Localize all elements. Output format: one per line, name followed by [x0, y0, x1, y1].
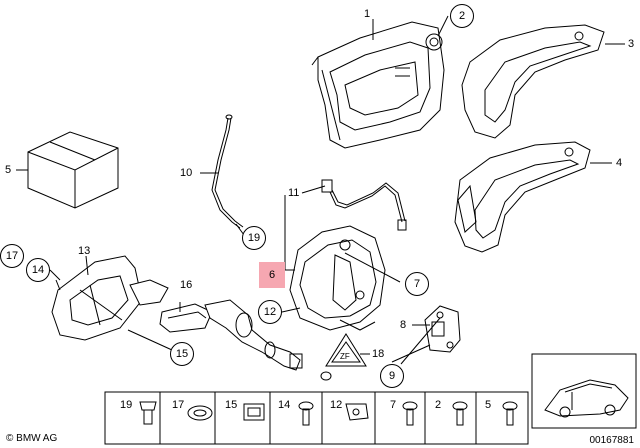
callout-11: 11: [288, 187, 300, 199]
strip-label-15: 15: [225, 399, 238, 411]
callout-18: 18: [372, 348, 385, 360]
door-handle-alt-part: [454, 141, 591, 253]
handle-carrier-part: [311, 21, 445, 149]
strip-screw-5: [502, 401, 518, 426]
callout-circle-14: 14: [26, 258, 50, 282]
strip-screw-7: [402, 401, 418, 426]
callout-circle-19: 19: [242, 226, 266, 250]
packaged-part-box: [27, 131, 119, 209]
lock-cylinder-cover-part: [159, 303, 213, 333]
door-lock-part: [289, 225, 386, 331]
callout-circle-2: 2: [450, 4, 474, 28]
door-handle-part: [461, 24, 605, 139]
lock-rod-part: [211, 114, 244, 229]
diagram-number: 00167881: [589, 435, 635, 446]
callout-1: 1: [364, 8, 371, 20]
svg-text:ZF: ZF: [340, 352, 350, 361]
strip-label-17: 17: [172, 399, 185, 411]
strip-clip-15: [243, 403, 265, 421]
warning-label-part: ZF: [325, 333, 367, 367]
strip-grommet-17: [187, 405, 213, 421]
callout-3: 3: [628, 38, 635, 50]
strip-label-19: 19: [120, 399, 133, 411]
strip-label-5: 5: [485, 399, 492, 411]
lock-cylinder-part: [204, 299, 332, 381]
strip-label-2: 2: [435, 399, 442, 411]
strip-clip-12: [345, 403, 369, 421]
parts-strip-frame: [104, 391, 529, 445]
outer-handle-bracket-part: [51, 255, 169, 341]
callout-16: 16: [180, 279, 193, 291]
callout-circle-17: 17: [0, 244, 24, 268]
leader-lines: [16, 15, 625, 365]
callout-circle-15: 15: [170, 342, 194, 366]
bowden-cable-part: [321, 179, 407, 231]
callout-circle-7: 7: [405, 272, 429, 296]
callout-13: 13: [78, 245, 91, 257]
callout-5: 5: [5, 164, 12, 176]
strip-screw-2: [452, 401, 468, 426]
callout-6-highlighted: 6: [259, 262, 285, 288]
callout-circle-9: 9: [380, 364, 404, 388]
copyright-label: © BMW AG: [6, 433, 58, 444]
strip-screw-14: [298, 401, 314, 426]
callout-4: 4: [616, 157, 623, 169]
strip-label-7: 7: [390, 399, 397, 411]
callout-10: 10: [180, 167, 193, 179]
callout-8: 8: [400, 319, 407, 331]
strip-label-14: 14: [278, 399, 291, 411]
strip-label-12: 12: [330, 399, 343, 411]
callout-circle-12: 12: [258, 300, 282, 324]
strip-fastener-19: [139, 401, 157, 425]
vehicle-thumbnail: [531, 353, 637, 429]
